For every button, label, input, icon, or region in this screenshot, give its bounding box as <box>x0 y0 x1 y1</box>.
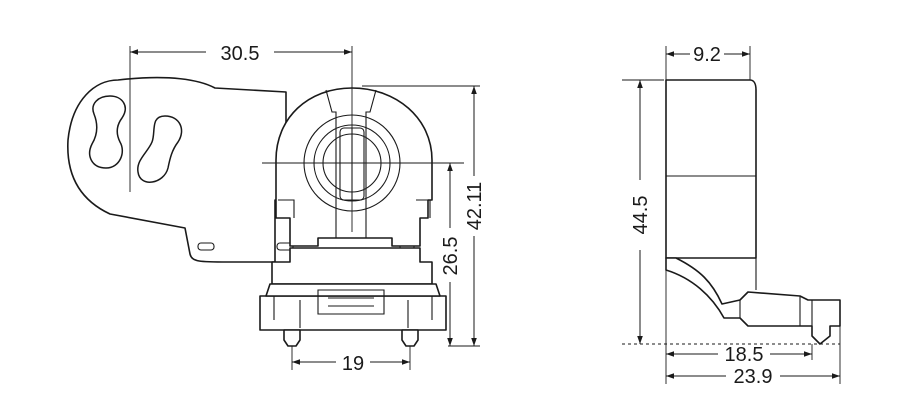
side-body <box>665 79 757 259</box>
side-bracket <box>665 257 841 345</box>
pin-left <box>283 329 301 347</box>
dim-9-2-label: 9.2 <box>693 44 721 66</box>
base-plate <box>259 295 447 331</box>
housing-neck <box>271 247 433 285</box>
dim-23-9-label: 23.9 <box>734 366 773 388</box>
base-center-block <box>317 289 385 315</box>
mounting-hole-left <box>88 95 126 169</box>
dim-44-5-label: 44.5 <box>630 196 652 235</box>
front-view: 30.5 42.11 26.5 19 <box>67 43 486 375</box>
side-bracket-detail <box>739 258 813 326</box>
pin-right <box>401 329 419 347</box>
clip-right <box>416 199 431 218</box>
base-side-tabs <box>273 296 433 328</box>
dim-30-5-label: 30.5 <box>221 43 260 65</box>
holder-body-outline <box>67 76 287 263</box>
dim-26-5-label: 26.5 <box>440 237 462 276</box>
dim-18-5-label: 18.5 <box>725 344 764 366</box>
socket-housing <box>275 87 433 247</box>
arm-slot-left <box>197 242 215 251</box>
side-view: 9.2 44.5 18.5 23.9 <box>622 44 841 388</box>
dim-19-label: 19 <box>342 353 364 375</box>
mounting-hole-right <box>137 115 183 183</box>
clip-left <box>278 199 295 218</box>
socket-slot <box>325 89 377 238</box>
dim-42-11-label: 42.11 <box>464 182 486 231</box>
